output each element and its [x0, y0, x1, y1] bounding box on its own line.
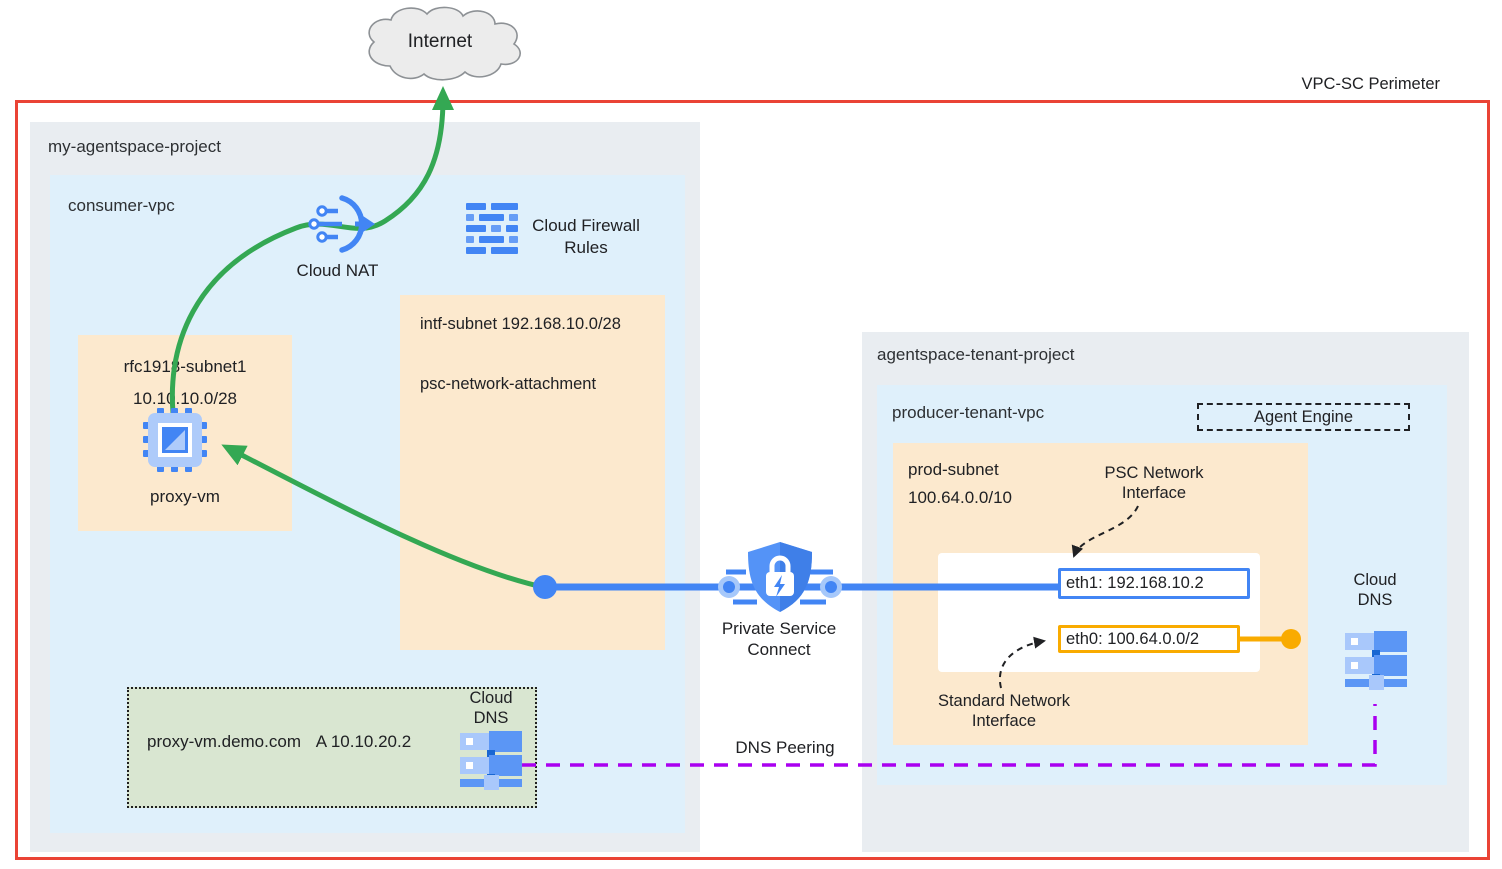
- dns-zone-dns-icon: [460, 731, 522, 790]
- dns-peering-label: DNS Peering: [735, 738, 835, 757]
- tenant-project-title: agentspace-tenant-project: [877, 345, 1075, 364]
- consumer-vpc-label: consumer-vpc: [68, 196, 175, 215]
- vpc-sc-perimeter-label: VPC-SC Perimeter: [1301, 75, 1440, 93]
- prod-subnet-cidr: 100.64.0.0/10: [908, 488, 1012, 507]
- prod-subnet-name: prod-subnet: [908, 460, 999, 479]
- agent-engine-label: Agent Engine: [1253, 407, 1354, 426]
- consumer-project-title: my-agentspace-project: [48, 137, 221, 156]
- psc-network-interface-label: PSC Network Interface: [1104, 464, 1204, 502]
- cloud-nat-icon: [308, 195, 375, 253]
- private-service-connect-icon: [748, 542, 812, 612]
- psc-network-attachment-label: psc-network-attachment: [420, 375, 597, 393]
- dns-record-name: proxy-vm.demo.com: [147, 732, 301, 751]
- rfc1918-subnet-name: rfc1918-subnet1: [123, 357, 247, 376]
- eth1-label: eth1: 192.168.10.2: [1066, 574, 1204, 592]
- cloud-firewall-icon: [466, 203, 518, 254]
- dns-record-value: A 10.10.20.2: [315, 732, 412, 751]
- intf-subnet-name: intf-subnet 192.168.10.0/28: [420, 315, 621, 333]
- dns-zone-dns-label: Cloud DNS: [469, 689, 513, 727]
- agent-engine-box: Agent Engine: [1197, 403, 1410, 431]
- eth1-box: eth1: 192.168.10.2: [1058, 568, 1250, 599]
- eth0-label: eth0: 100.64.0.0/2: [1066, 629, 1200, 648]
- tenant-cloud-dns-icon: [1345, 631, 1407, 690]
- proxy-vm-label: proxy-vm: [150, 487, 220, 506]
- cloud-nat-label: Cloud NAT: [296, 261, 379, 280]
- tenant-cloud-dns-label: Cloud DNS: [1353, 571, 1397, 609]
- dns-record-text: proxy-vm.demo.com A 10.10.20.2: [147, 731, 411, 752]
- eth0-box: eth0: 100.64.0.0/2: [1058, 625, 1240, 653]
- standard-network-interface-label: Standard Network Interface: [937, 692, 1071, 730]
- intf-subnet-box: [400, 295, 665, 650]
- vpc-sc-perimeter-box: [15, 100, 1490, 860]
- rfc1918-subnet-cidr: 10.10.10.0/28: [133, 389, 237, 408]
- internet-cloud-icon: [368, 6, 521, 81]
- producer-vpc-label: producer-tenant-vpc: [892, 403, 1045, 422]
- cloud-firewall-rules-label: Cloud Firewall Rules: [532, 216, 640, 257]
- private-service-connect-label: Private Service Connect: [721, 619, 837, 659]
- proxy-vm-icon: [143, 408, 207, 472]
- internet-label: Internet: [407, 31, 473, 52]
